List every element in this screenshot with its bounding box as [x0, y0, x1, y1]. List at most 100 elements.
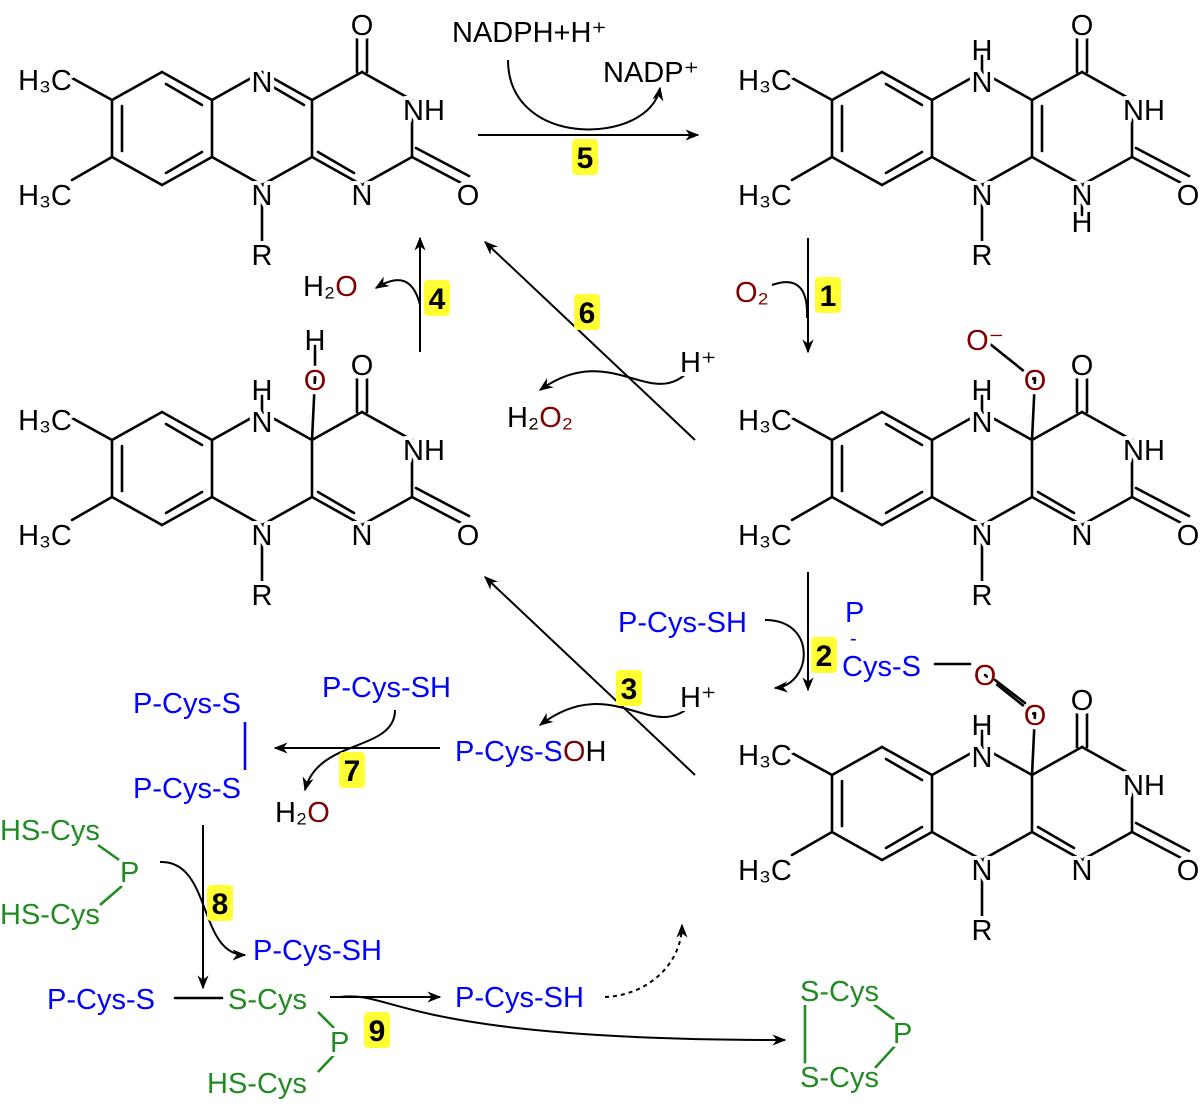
atom-label-h-a: H	[305, 325, 326, 357]
bond	[830, 745, 884, 777]
atom-label-n3: NH	[1123, 770, 1165, 802]
atom-label-n10: N	[252, 520, 273, 552]
bond	[1080, 745, 1134, 777]
atom-label-n1: N	[1072, 520, 1093, 552]
arrow-step8-release	[159, 860, 247, 961]
atom-label-n10: N	[252, 180, 273, 212]
product-s-cys-top-label: S-Cys	[800, 976, 879, 1008]
bond	[160, 70, 214, 102]
bond	[1134, 821, 1191, 853]
adduct-p-label: P	[845, 597, 864, 629]
bond	[1030, 70, 1084, 102]
h2o-step4-label: H₂O	[303, 271, 358, 303]
bond	[1130, 155, 1187, 187]
svg-text:6: 6	[579, 297, 596, 330]
bond	[1080, 155, 1134, 187]
bond	[830, 495, 884, 527]
atom-label-o4: O	[1071, 10, 1094, 42]
bond	[1080, 495, 1134, 527]
bond	[884, 82, 924, 107]
bond	[1030, 155, 1084, 187]
bond	[1030, 495, 1084, 527]
bond	[360, 70, 414, 102]
bond	[983, 673, 1037, 717]
bond	[1130, 495, 1187, 527]
nadp-label: NADP⁺	[603, 57, 699, 89]
bond	[1080, 410, 1134, 442]
arrow-step1-o2	[771, 281, 809, 319]
bond	[410, 155, 467, 187]
atom-label-n1: N	[352, 520, 373, 552]
atom-label-n5: N	[252, 67, 273, 99]
mixed-p-label: P	[330, 1027, 349, 1059]
bond	[884, 422, 924, 447]
atom-label-o2: O	[1177, 855, 1200, 887]
bond	[1134, 146, 1191, 178]
bond	[70, 76, 114, 102]
nadph-label: NADPH+H⁺	[452, 17, 607, 49]
product-s-cys-bottom-label: S-Cys	[800, 1062, 879, 1094]
bond	[884, 757, 924, 782]
bond	[1134, 486, 1191, 518]
reagent-labels: NADPH+H⁺ NADP⁺ O₂ H₂O H⁺ H₂O₂ P-Cys-SH P…	[0, 13, 925, 1104]
atom-label-n3: NH	[403, 435, 445, 467]
atom-label-o2: O	[457, 520, 480, 552]
bond	[160, 495, 214, 527]
bond	[360, 495, 414, 527]
p-cys-sh-step8-label: P-Cys-SH	[253, 935, 382, 967]
atom-label-me1: H₃C	[738, 740, 792, 772]
step-4-badge: 4	[424, 280, 450, 316]
bond	[260, 495, 314, 527]
bond	[164, 150, 204, 175]
bond	[110, 495, 164, 527]
bond	[410, 495, 467, 527]
bond	[1036, 825, 1076, 850]
bond	[983, 338, 1037, 382]
atom-label-o-a: O	[304, 365, 327, 397]
atom-label-h5: H	[252, 375, 273, 407]
svg-text:2: 2	[816, 640, 833, 673]
atom-label-n3: NH	[1123, 95, 1165, 127]
svg-text:3: 3	[621, 673, 638, 706]
atom-label-me1: H₃C	[738, 65, 792, 97]
bond	[980, 70, 1034, 102]
bond	[360, 155, 414, 187]
bond	[164, 422, 204, 447]
bond	[1030, 830, 1084, 862]
atom-label-n5: N	[252, 407, 273, 439]
atom-label-n3: NH	[403, 95, 445, 127]
atom-label-o-b: O	[974, 660, 997, 692]
step-3-badge: 3	[616, 670, 642, 706]
reaction-arrows	[159, 59, 814, 1046]
disulfide-top-label: P-Cys-S	[133, 688, 241, 720]
atom-label-o-a: O	[1024, 365, 1047, 397]
bond	[980, 495, 1034, 527]
dithiol-hs-bottom-label: HS-Cys	[0, 899, 100, 931]
atom-label-n1: N	[352, 180, 373, 212]
bond	[880, 830, 934, 862]
svg-text:1: 1	[820, 280, 837, 313]
bond	[790, 830, 834, 857]
bond	[980, 155, 1034, 187]
atom-label-o2: O	[457, 180, 480, 212]
bond	[316, 150, 356, 175]
adduct-dash: -	[850, 628, 857, 650]
bond	[1030, 376, 1037, 442]
bond	[980, 830, 1034, 862]
atom-label-n5: N	[972, 742, 993, 774]
bond	[414, 146, 471, 178]
bond	[210, 410, 264, 442]
bond	[164, 82, 204, 107]
bond	[1030, 410, 1084, 442]
bond	[260, 155, 314, 187]
bond	[884, 825, 924, 850]
p-cys-sh-step2-label: P-Cys-SH	[618, 607, 747, 639]
svg-text:7: 7	[344, 755, 361, 788]
atom-label-o-a: O	[1024, 700, 1047, 732]
bond	[160, 410, 214, 442]
sulfenic-acid-label: P-Cys-SOH	[455, 736, 606, 768]
bond	[830, 70, 884, 102]
arrow-step7-h2o	[302, 709, 396, 792]
